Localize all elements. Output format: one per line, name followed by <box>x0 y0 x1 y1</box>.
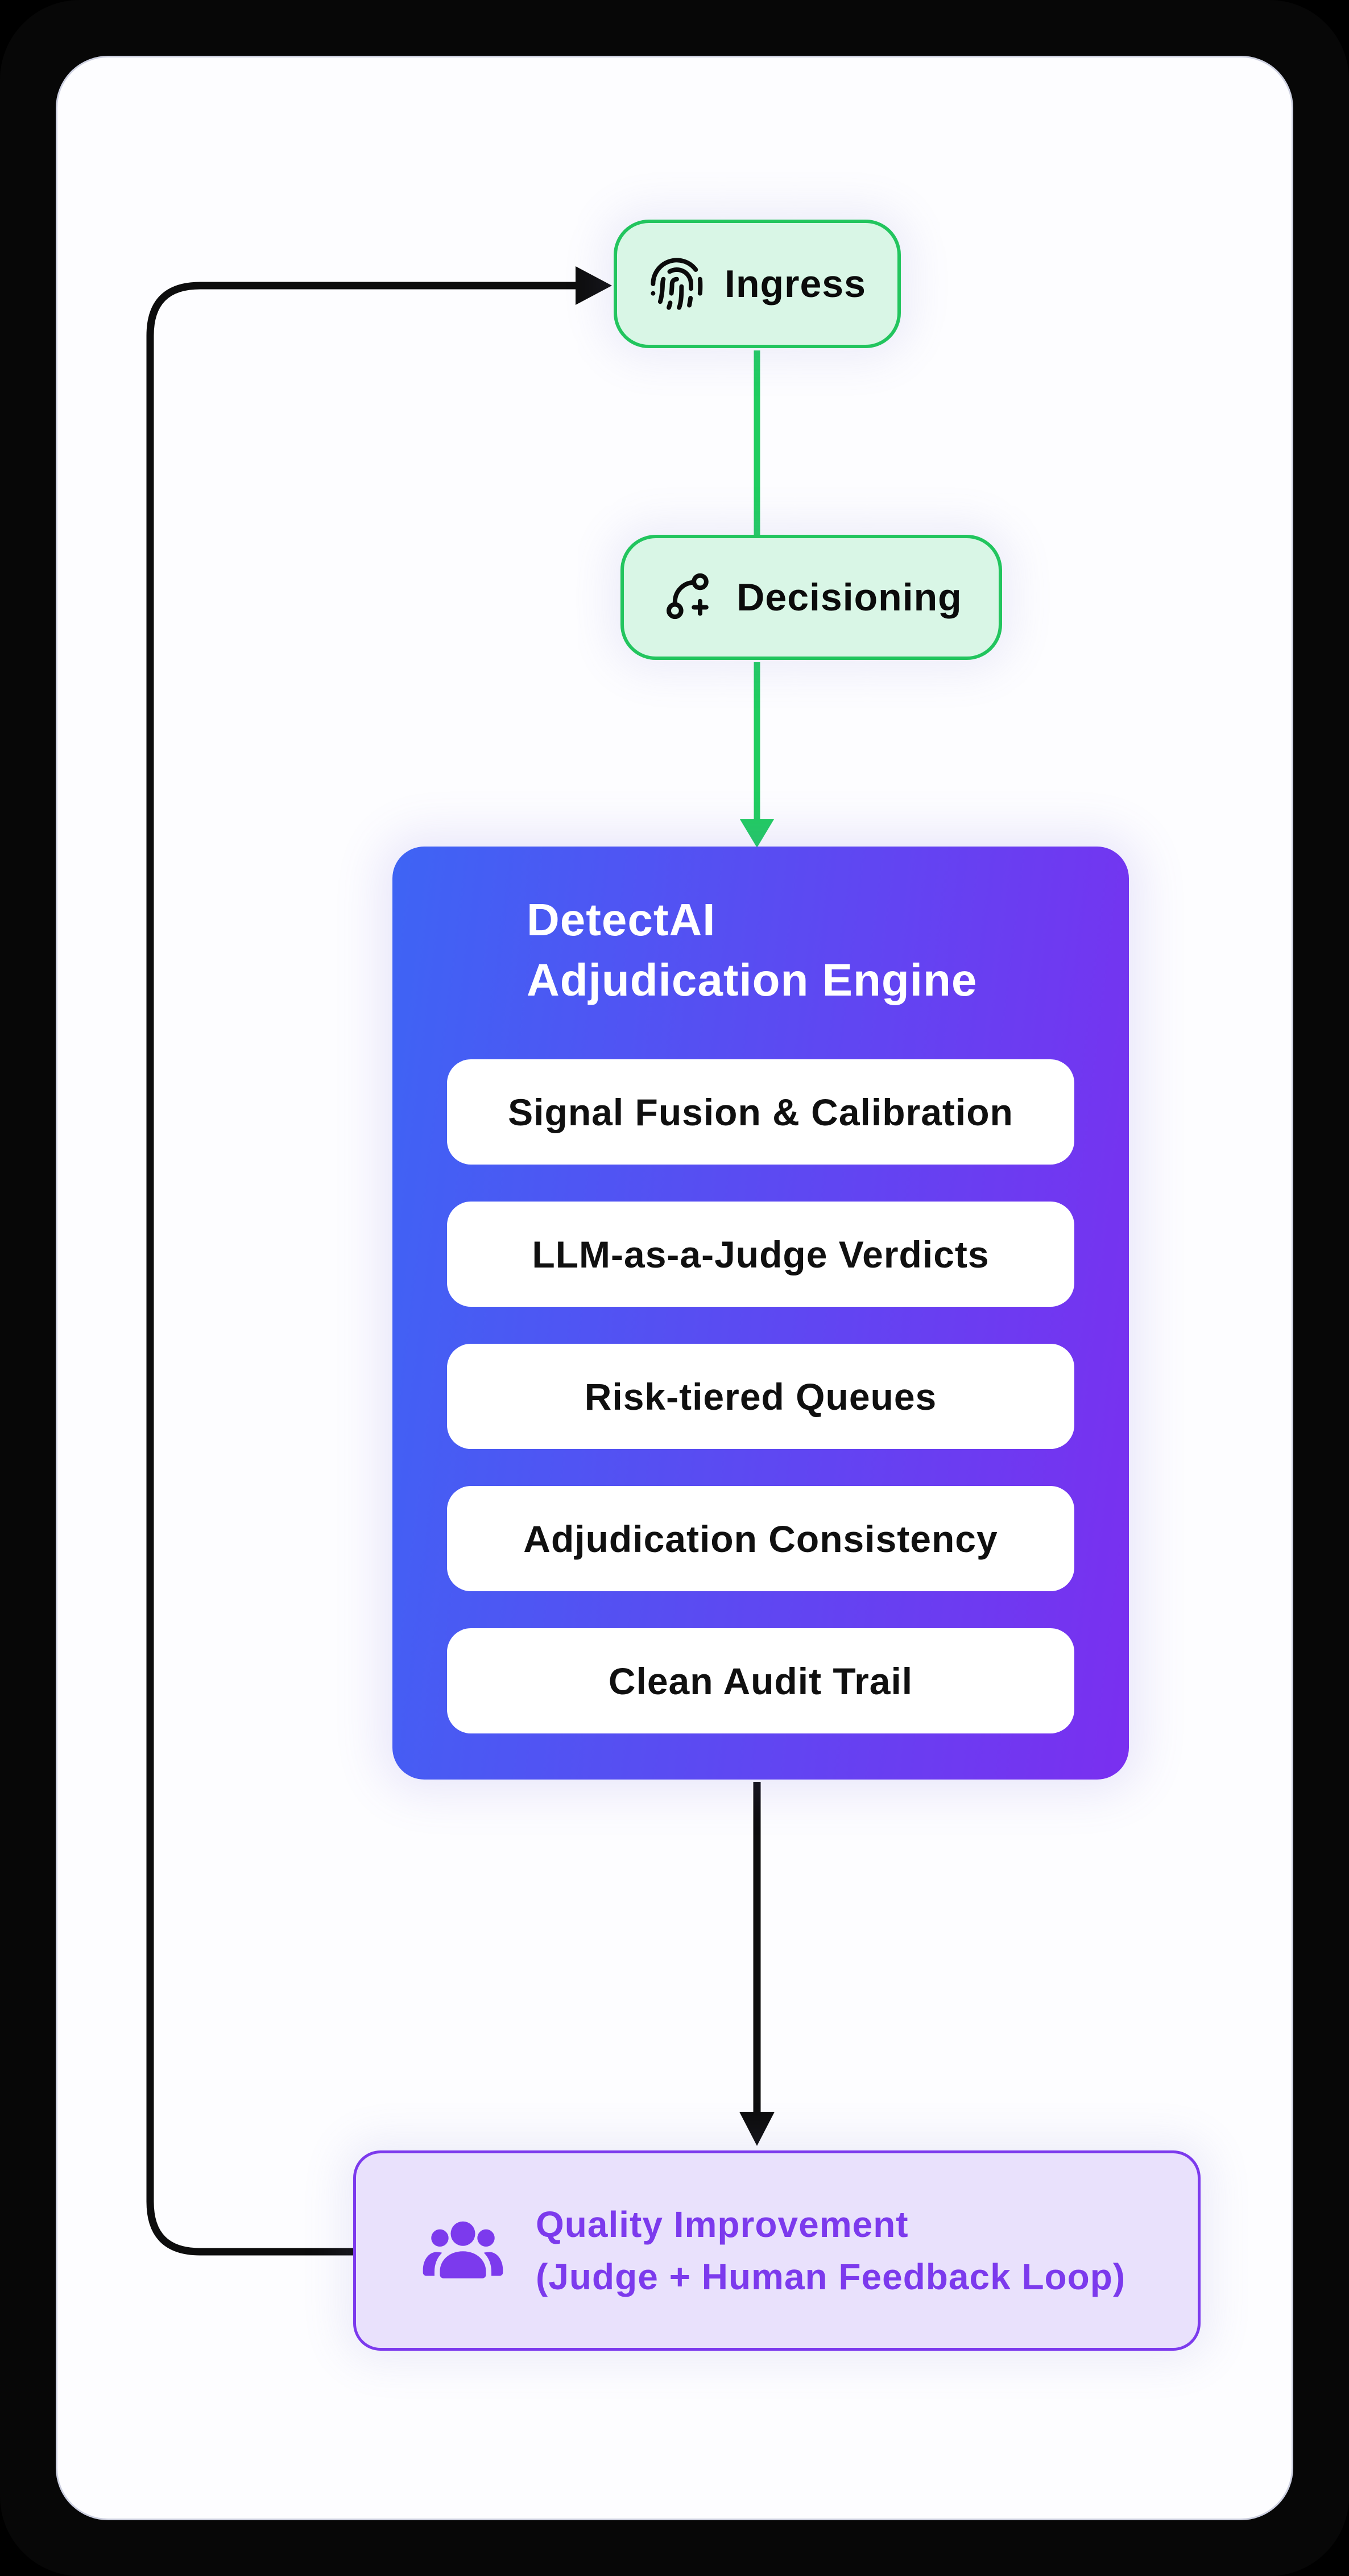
engine-item-signal-fusion: Signal Fusion & Calibration <box>447 1059 1074 1165</box>
node-decisioning: Decisioning <box>620 535 1002 660</box>
engine-title-line1: DetectAI <box>527 894 716 945</box>
ingress-label: Ingress <box>725 262 866 306</box>
node-quality-improvement: Quality Improvement (Judge + Human Feedb… <box>353 2150 1201 2351</box>
quality-label: Quality Improvement (Judge + Human Feedb… <box>536 2198 1125 2303</box>
users-icon <box>423 2221 503 2278</box>
engine-title: DetectAI Adjudication Engine <box>527 890 977 1010</box>
engine-title-line2: Adjudication Engine <box>527 955 978 1005</box>
engine-item-adjudication-consistency: Adjudication Consistency <box>447 1486 1074 1591</box>
engine-item-clean-audit-trail: Clean Audit Trail <box>447 1628 1074 1733</box>
quality-label-line2: (Judge + Human Feedback Loop) <box>536 2256 1126 2297</box>
git-branch-plus-icon <box>667 573 709 620</box>
node-engine: DetectAI Adjudication Engine Signal Fusi… <box>392 847 1129 1780</box>
decisioning-label: Decisioning <box>736 576 962 619</box>
engine-item-risk-queues: Risk-tiered Queues <box>447 1344 1074 1449</box>
engine-item-llm-judge: LLM-as-a-Judge Verdicts <box>447 1202 1074 1307</box>
fingerprint-icon <box>651 258 703 310</box>
node-ingress: Ingress <box>614 220 901 348</box>
quality-label-line1: Quality Improvement <box>536 2204 909 2245</box>
